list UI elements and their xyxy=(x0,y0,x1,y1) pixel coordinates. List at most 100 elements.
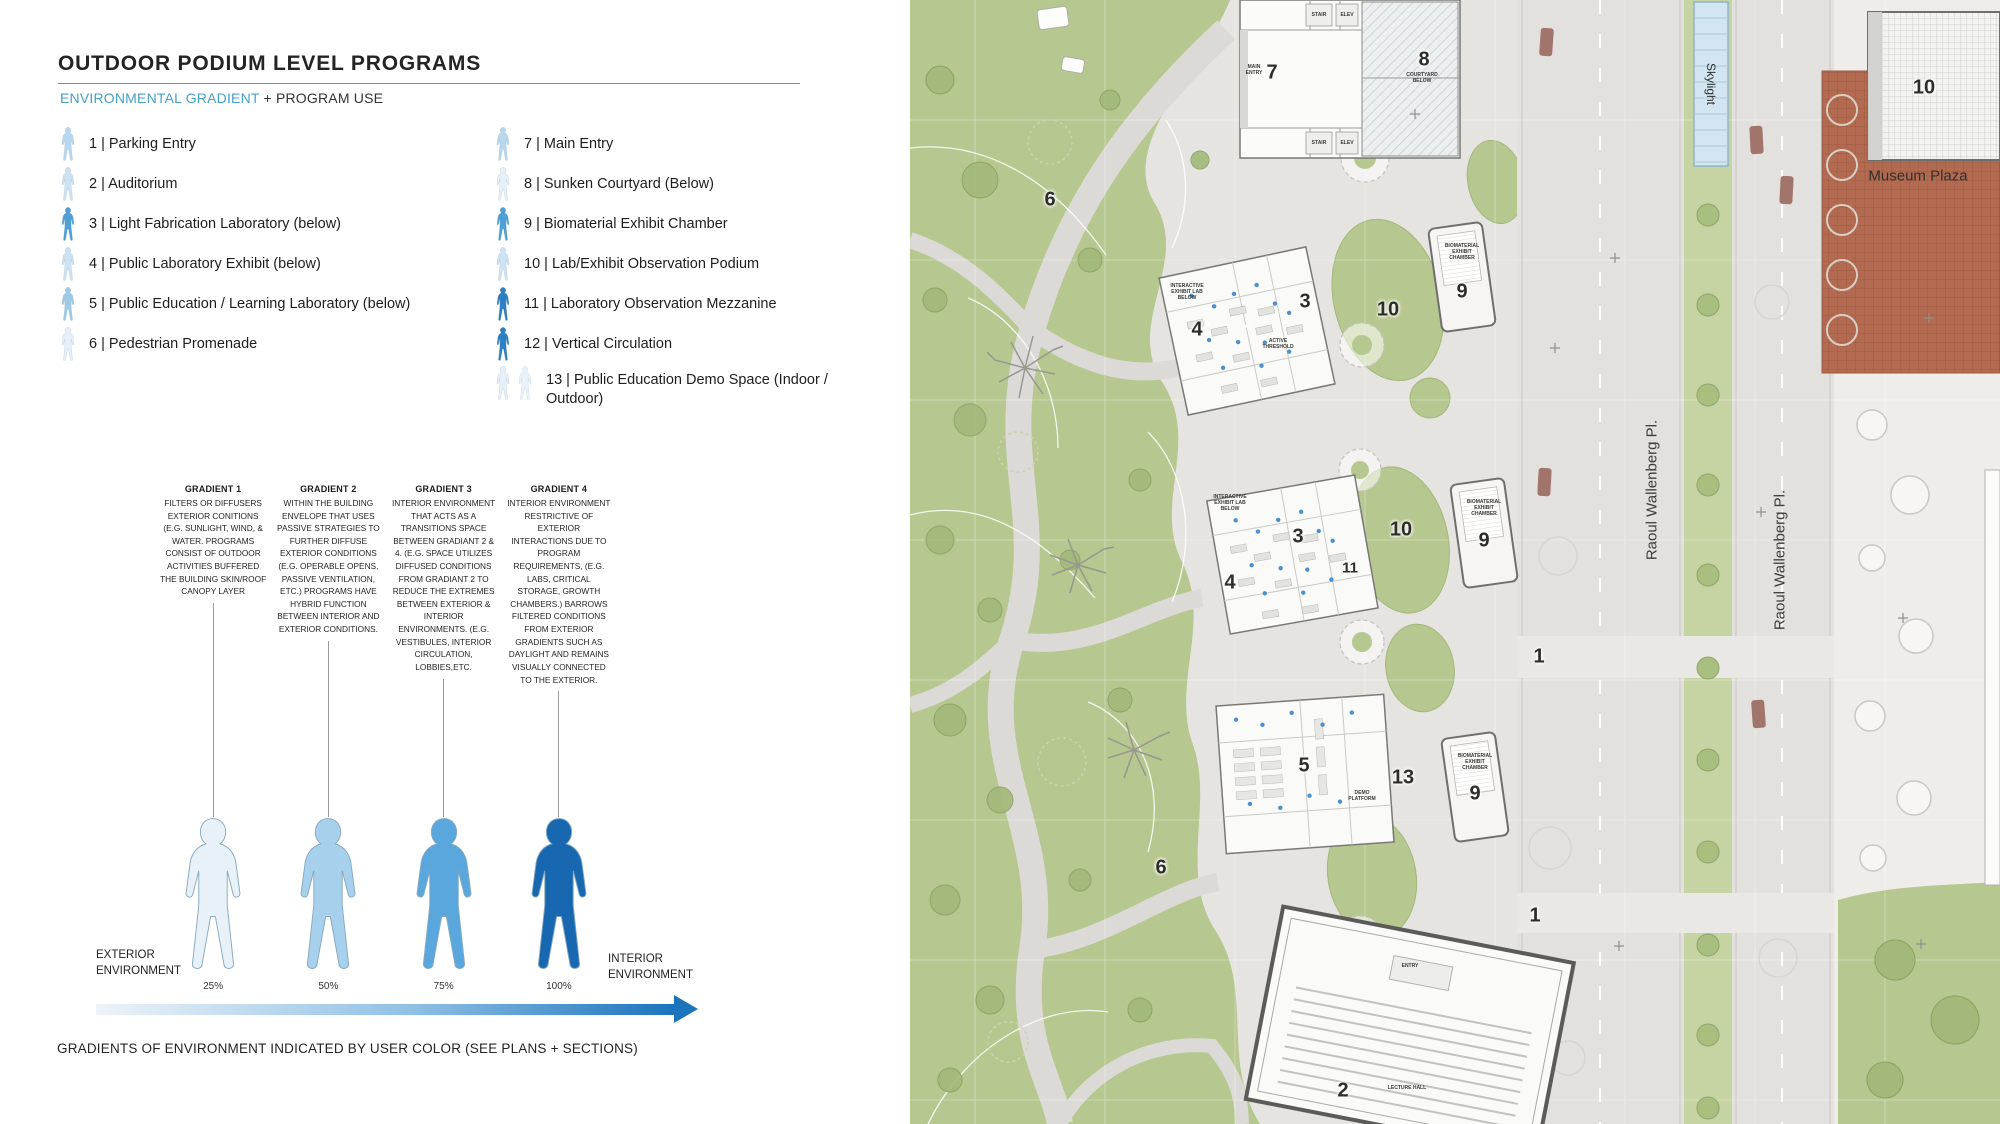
building-9c xyxy=(1440,731,1510,843)
median-trees xyxy=(1696,203,1720,1120)
plan-number-marker: 6 xyxy=(1044,188,1056,211)
person-icon xyxy=(495,127,511,162)
person-icon xyxy=(517,366,533,401)
legend-item: 9 | Biomaterial Exhibit Chamber xyxy=(495,204,915,244)
site-plan-drawing xyxy=(910,0,2000,1124)
skylight-strip xyxy=(1693,1,1729,167)
info-panel: OUTDOOR PODIUM LEVEL PROGRAMS ENVIRONMEN… xyxy=(0,0,910,1124)
gradient-heading: GRADIENT 1 xyxy=(184,484,242,494)
subtitle: ENVIRONMENTAL GRADIENT + PROGRAM USE xyxy=(60,90,383,106)
legend-item-label: 5 | Public Education / Learning Laborato… xyxy=(89,296,411,312)
plan-number-marker: 3 xyxy=(1292,525,1304,548)
gradient-figure xyxy=(408,817,480,975)
gradient-column-3: GRADIENT 3 INTERIOR ENVIRONMENT THAT ACT… xyxy=(391,484,497,992)
building-3-4-upper xyxy=(1158,246,1336,416)
plan-number-marker: 4 xyxy=(1224,571,1236,594)
person-icon xyxy=(60,287,76,322)
plan-number-marker: 9 xyxy=(1469,782,1481,805)
bottom-caption: GRADIENTS OF ENVIRONMENT INDICATED BY US… xyxy=(57,1041,638,1056)
plan-number-marker: 4 xyxy=(1191,318,1203,341)
east-lawn-trees xyxy=(1866,939,1980,1099)
gradient-figure xyxy=(523,817,595,975)
plan-number-marker: 3 xyxy=(1299,290,1311,313)
main-entry-label: MAIN ENTRY xyxy=(1245,64,1263,76)
seating-rows xyxy=(1277,986,1532,1124)
people-dots xyxy=(1233,710,1355,811)
east-building-edge xyxy=(1984,469,2000,886)
plan-labels: 6 7 8 10 4 3 10 9 3 4 11 10 9 1 5 13 9 6… xyxy=(910,0,2000,1124)
person-icon xyxy=(60,127,76,162)
lecture-hall-label: LECTURE HALL xyxy=(1387,1085,1427,1091)
building-2-auditorium xyxy=(1243,904,1577,1124)
interactive-exhibit-label: INTERACTIVE EXHIBIT LAB BELOW xyxy=(1170,283,1204,301)
building-9a xyxy=(1427,221,1497,333)
biomaterial-chamber-label: BIOMATERIAL EXHIBIT CHAMBER xyxy=(1466,499,1502,517)
legend-item: 3 | Light Fabrication Laboratory (below) xyxy=(60,204,495,244)
page-title: OUTDOOR PODIUM LEVEL PROGRAMS xyxy=(58,52,481,75)
gradient-heading: GRADIENT 2 xyxy=(300,484,357,494)
plan-number-marker: 9 xyxy=(1478,529,1490,552)
plan-number-marker: 2 xyxy=(1337,1079,1349,1102)
subtitle-rest: + PROGRAM USE xyxy=(259,90,384,106)
sidewalk-trees xyxy=(1854,409,1934,872)
leader-line xyxy=(443,678,445,817)
pedestrian-crossing xyxy=(1517,636,1834,678)
person-icon xyxy=(495,247,511,282)
legend-item-label: 3 | Light Fabrication Laboratory (below) xyxy=(89,216,342,232)
gradient-column-1: GRADIENT 1 FILTERS OR DIFFUSERS EXTERIOR… xyxy=(160,484,266,992)
person-icon xyxy=(495,167,511,202)
building-7-8 xyxy=(1239,0,1461,159)
legend-item-label: 13 | Public Education Demo Space (Indoor… xyxy=(546,372,828,407)
legend-item: 1 | Parking Entry xyxy=(60,124,495,164)
gradient-heading: GRADIENT 4 xyxy=(530,484,588,494)
plan-number-marker: 1 xyxy=(1529,904,1541,927)
park-trees xyxy=(922,65,1221,1093)
museum-plaza-label: Museum Plaza xyxy=(1868,167,1968,185)
person-icon xyxy=(495,287,511,322)
legend-item: 8 | Sunken Courtyard (Below) xyxy=(495,164,915,204)
tree-sculptures xyxy=(986,335,1171,779)
legend-item: 11 | Laboratory Observation Mezzanine xyxy=(495,284,915,324)
subtitle-highlight: ENVIRONMENTAL GRADIENT xyxy=(60,90,260,106)
person-icon xyxy=(495,366,511,401)
legend-column-2: 7 | Main Entry 8 | Sunken Courtyard (Bel… xyxy=(495,124,915,409)
exterior-environment-label: EXTERIOR ENVIRONMENT xyxy=(96,949,181,977)
legend-item-label: 1 | Parking Entry xyxy=(89,136,196,152)
plan-number-marker: 5 xyxy=(1298,754,1310,777)
gradient-percentage: 100% xyxy=(546,981,572,992)
leader-line xyxy=(212,602,214,817)
person-icon xyxy=(60,167,76,202)
people-dots xyxy=(1233,509,1335,596)
person-icon xyxy=(60,327,76,362)
environmental-gradient-diagram: GRADIENT 1 FILTERS OR DIFFUSERS EXTERIOR… xyxy=(160,484,612,992)
gradient-description: INTERIOR ENVIRONMENT THAT ACTS AS A TRAN… xyxy=(391,498,496,672)
legend-item: 2 | Auditorium xyxy=(60,164,495,204)
legend-item-label: 6 | Pedestrian Promenade xyxy=(89,336,258,352)
active-threshold-label: ACTIVE THRESHOLD xyxy=(1262,338,1294,350)
courtyard-below-label: COURTYARD BELOW xyxy=(1406,72,1438,84)
plan-number-marker: 10 xyxy=(1912,76,1936,99)
plan-number-marker: 10 xyxy=(1389,518,1413,541)
interior-environment-label: INTERIOR ENVIRONMENT xyxy=(608,953,693,981)
leader-line xyxy=(558,691,560,817)
plan-number-marker: 7 xyxy=(1266,61,1278,84)
gradient-column-4: GRADIENT 4 INTERIOR ENVIRONMENT RESTRICT… xyxy=(506,484,612,992)
legend-item-label: 2 | Auditorium xyxy=(89,176,178,192)
legend-item-label: 12 | Vertical Circulation xyxy=(524,336,673,352)
elev-label: ELEV xyxy=(1340,12,1354,18)
park-paths xyxy=(910,20,1249,1124)
legend-item: 12 | Vertical Circulation xyxy=(495,324,915,364)
plan-number-marker: 6 xyxy=(1155,856,1167,879)
site-plan: 6 7 8 10 4 3 10 9 3 4 11 10 9 1 5 13 9 6… xyxy=(910,0,2000,1124)
people-dots xyxy=(1189,282,1292,370)
demo-platform-label: DEMO PLATFORM xyxy=(1348,790,1376,802)
plaza-trees xyxy=(1826,94,1858,346)
plan-number-marker: 9 xyxy=(1456,280,1468,303)
park-structures xyxy=(1036,5,1086,74)
stair-label: STAIR xyxy=(1311,12,1327,18)
pedestrian-crossing xyxy=(1517,893,1834,933)
gradient-description: WITHIN THE BUILDING ENVELOPE THAT USES P… xyxy=(277,498,380,635)
gradient-arrow-head xyxy=(674,995,698,1023)
legend-item: 13 | Public Education Demo Space (Indoor… xyxy=(495,364,915,409)
